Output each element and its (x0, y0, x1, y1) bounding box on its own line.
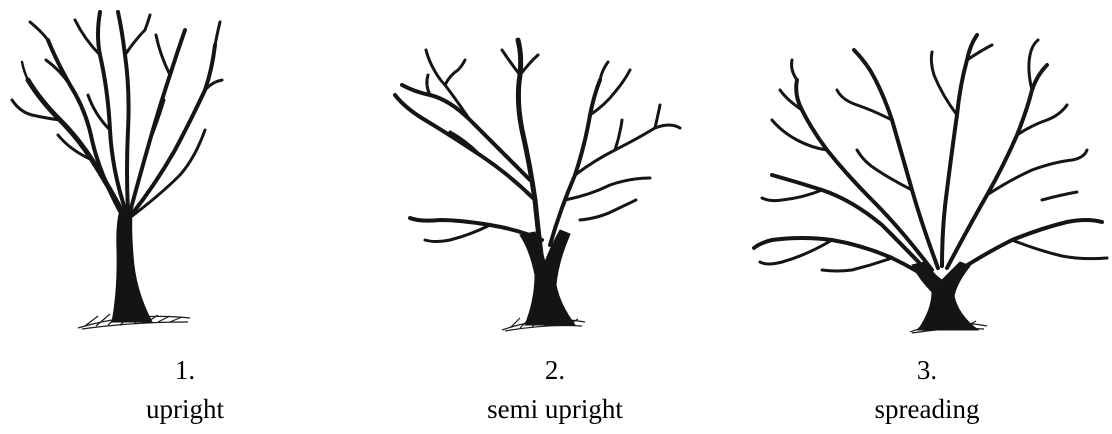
trunk (111, 209, 153, 323)
form-caption-1: 1. upright (0, 352, 370, 427)
form-number: 2. (544, 355, 566, 385)
form-label: semi upright (487, 394, 623, 424)
spreading-tree-icon (752, 33, 1109, 334)
form-number: 3. (916, 355, 938, 385)
form-number: 1. (174, 355, 196, 385)
tree-form-semi-upright: 2. semi upright (370, 0, 740, 434)
form-label: upright (146, 394, 224, 424)
form-label: spreading (874, 394, 980, 424)
tree-form-upright: 1. upright (0, 0, 370, 434)
tree-form-spreading: 3. spreading (742, 0, 1112, 434)
form-caption-2: 2. semi upright (370, 352, 740, 427)
branches (752, 33, 1109, 287)
branches (10, 10, 224, 218)
semi-upright-tree-icon (393, 37, 682, 332)
branches (393, 37, 682, 265)
upright-tree-icon (10, 10, 224, 330)
trunk (519, 229, 576, 326)
form-caption-3: 3. spreading (742, 352, 1112, 427)
